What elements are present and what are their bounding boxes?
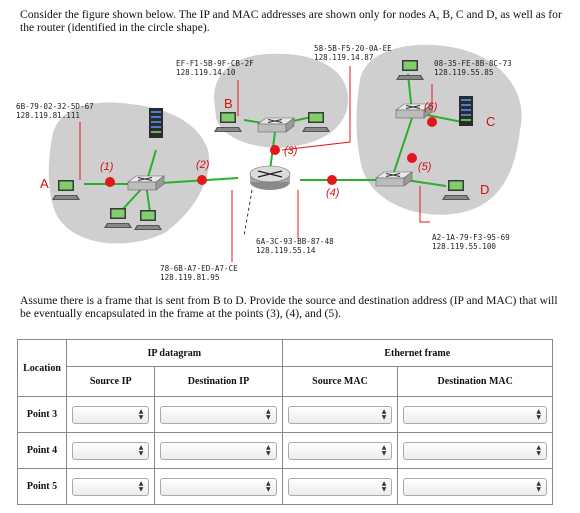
point-4-label: (4) [326,187,340,199]
table-row: Point 5 ▲▼ ▲▼ ▲▼ ▲▼ [17,468,553,505]
select-arrows-icon: ▲▼ [265,479,271,493]
point-4-destination-ip-select[interactable]: ▲▼ [160,441,277,460]
point-3-source-mac-select[interactable]: ▲▼ [287,405,393,424]
point-6-label: (6) [424,101,438,113]
select-arrows-icon: ▲▼ [381,443,387,457]
source-mac-header: Source MAC [281,366,399,397]
c-ip-label: 128.119.55.85 [434,68,493,77]
a-ip-label: 128.119.81.111 [16,111,80,120]
router-top-mac-label: 58-5B-F5-20-0A-EE [314,44,392,53]
d-ip-label: 128.119.55.100 [432,242,496,251]
point-2-label: (2) [196,159,210,171]
a-mac-label: 6B-79-02-32-5D-67 [16,102,94,111]
subnet-top [214,53,349,148]
destination-mac-header: Destination MAC [397,366,553,397]
router-right-mac-label: 6A-3C-93-BB-87-48 [256,237,334,246]
select-arrows-icon: ▲▼ [138,407,144,421]
select-arrows-icon: ▲▼ [536,479,541,493]
router-top-ip-label: 128.119.14.87 [314,53,373,62]
point-3-source-ip-select[interactable]: ▲▼ [72,405,150,424]
select-arrows-icon: ▲▼ [265,443,271,457]
row-label: Point 4 [17,432,67,469]
ip-datagram-header: IP datagram [66,339,283,367]
question-text: Assume there is a frame that is sent fro… [20,294,558,320]
point-4-source-mac-select[interactable]: ▲▼ [287,441,393,460]
node-a-label: A [40,176,49,191]
c-mac-label: 08-35-FE-8B-8C-73 [434,59,512,68]
row-label: Point 3 [17,396,67,433]
table-row: Point 3 ▲▼ ▲▼ ▲▼ ▲▼ [17,396,553,433]
point-5-destination-ip-select[interactable]: ▲▼ [160,477,277,496]
source-ip-header: Source IP [65,366,156,397]
select-arrows-icon: ▲▼ [265,407,271,421]
select-arrows-icon: ▲▼ [536,407,541,421]
router-icon [249,165,291,190]
location-header: Location [17,339,67,397]
point-3-destination-mac-select[interactable]: ▲▼ [403,405,547,424]
select-arrows-icon: ▲▼ [381,407,387,421]
ethernet-frame-header: Ethernet frame [281,339,554,367]
b-ip-label: 128.119.14.10 [176,68,236,77]
point-4-destination-mac-select[interactable]: ▲▼ [403,441,547,460]
row-label: Point 5 [17,468,67,505]
point-5-destination-mac-select[interactable]: ▲▼ [403,477,547,496]
point-5-source-ip-select[interactable]: ▲▼ [72,477,150,496]
subnet-left [48,102,210,244]
router-left-ip-label: 128.119.81.95 [160,273,219,282]
d-mac-label: A2-1A-79-F3-95-69 [432,233,510,242]
table-row: Point 4 ▲▼ ▲▼ ▲▼ ▲▼ [17,432,553,469]
router-right-ip-label: 128.119.55.14 [256,246,316,255]
node-b-label: B [224,96,233,111]
node-d-label: D [480,182,489,197]
point-1-label: (1) [100,161,114,173]
intro-text: Consider the figure shown below. The IP … [20,8,562,34]
node-c-label: C [486,114,495,129]
select-arrows-icon: ▲▼ [138,443,144,457]
select-arrows-icon: ▲▼ [138,479,144,493]
destination-ip-header: Destination IP [154,366,283,397]
network-diagram: A B C D (1) (2) (3) (4) (5) (6) 6B-79-02… [16,44,522,282]
select-arrows-icon: ▲▼ [536,443,541,457]
point-4-source-ip-select[interactable]: ▲▼ [72,441,150,460]
router-left-mac-label: 78-6B-A7-ED-A7-CE [160,264,238,273]
b-mac-label: EF-F1-5B-9F-CB-2F [176,59,254,68]
answer-table: Location IP datagram Ethernet frame Sour… [17,339,554,505]
point-3-destination-ip-select[interactable]: ▲▼ [160,405,277,424]
point-3-label: (3) [284,145,298,157]
select-arrows-icon: ▲▼ [381,479,387,493]
point-5-source-mac-select[interactable]: ▲▼ [287,477,393,496]
point-5-label: (5) [418,161,432,173]
